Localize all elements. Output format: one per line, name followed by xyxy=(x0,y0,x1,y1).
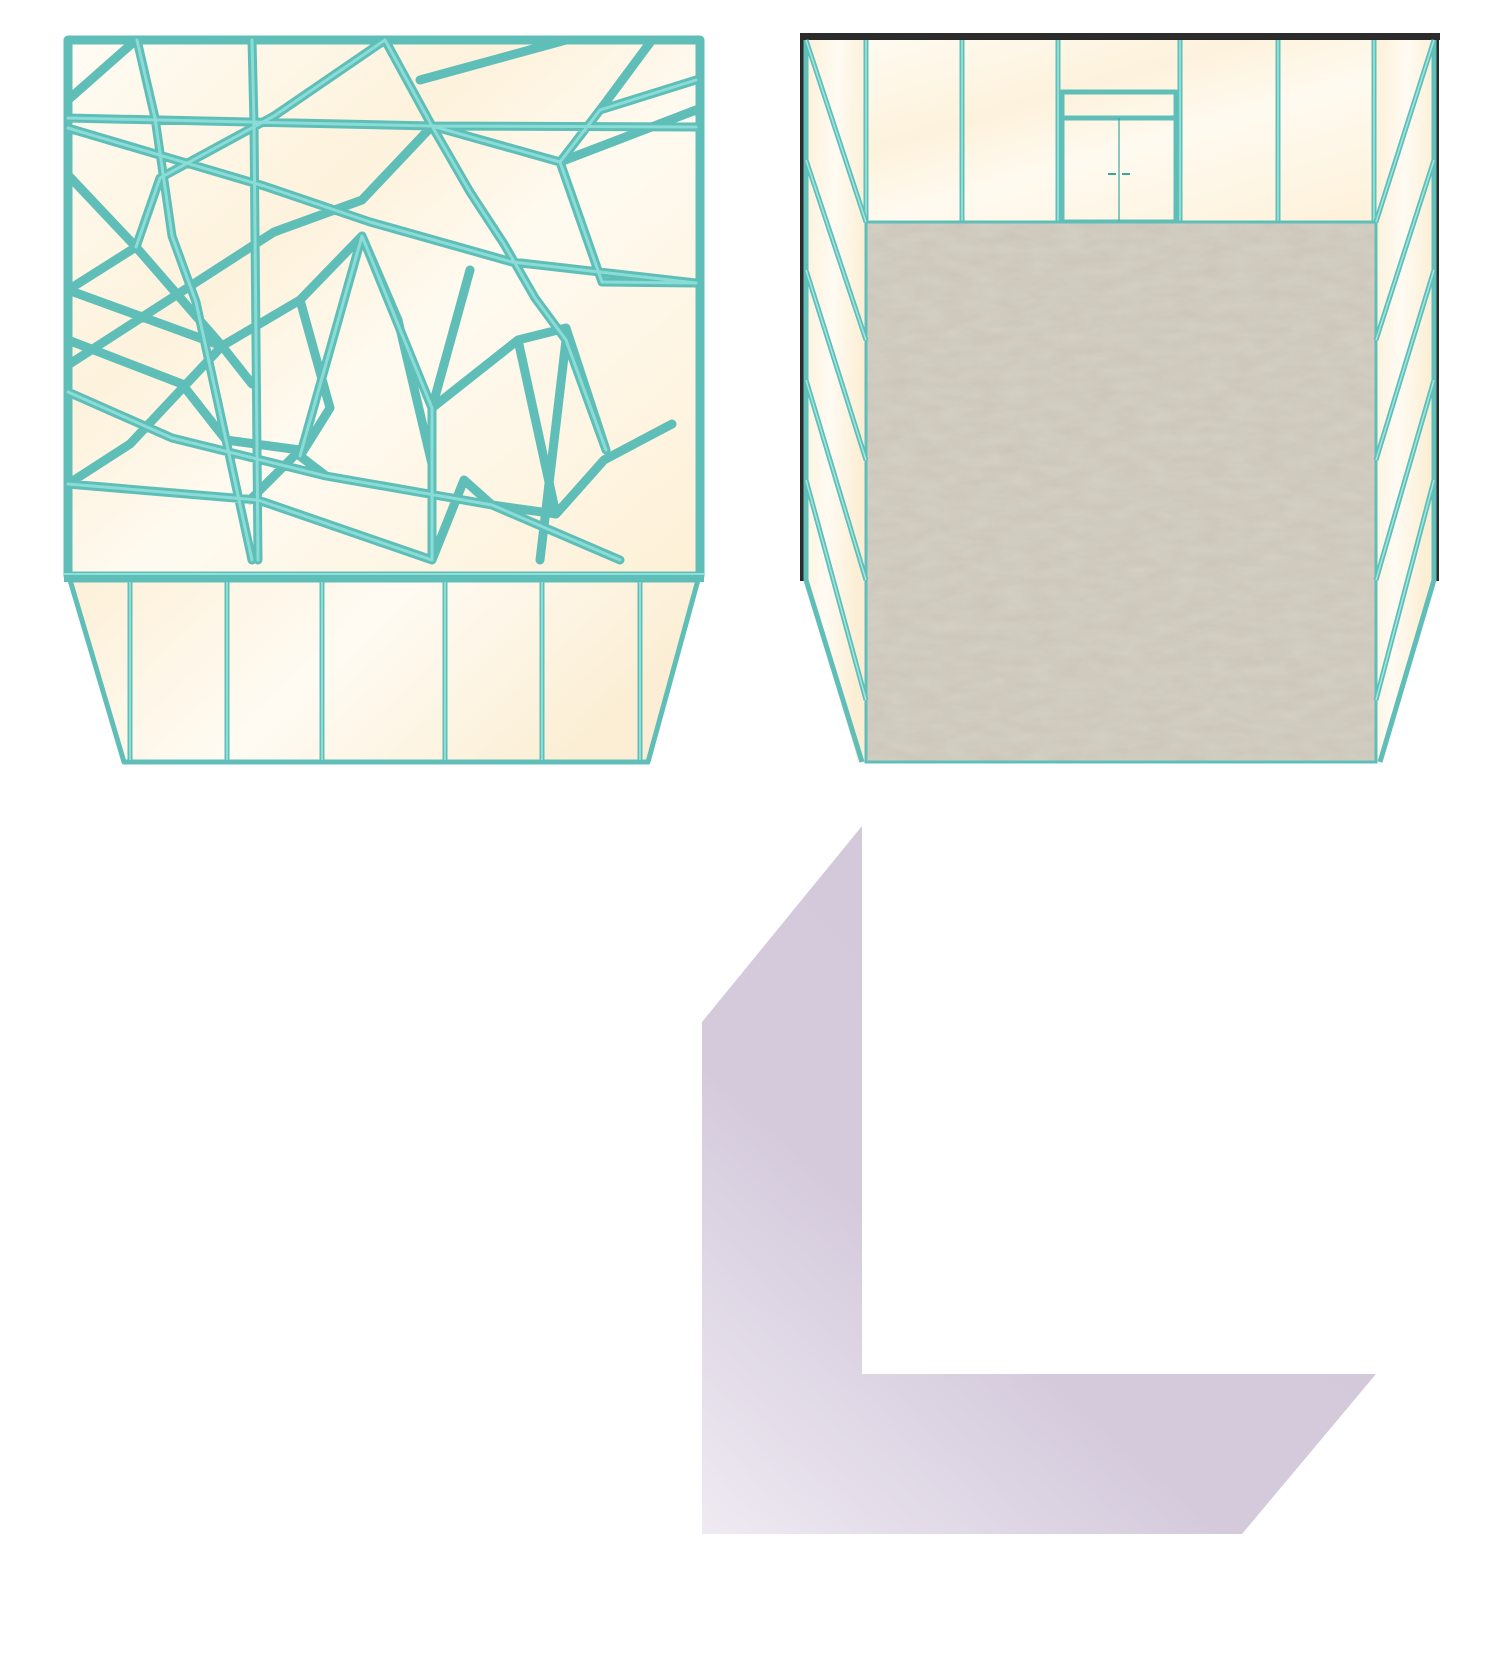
fractured-frame-lines xyxy=(63,35,705,581)
front-glass-lower xyxy=(68,580,700,762)
rear-elevation xyxy=(800,33,1440,764)
rear-left-side-frame xyxy=(803,39,869,763)
rear-concrete-wall xyxy=(864,220,1378,764)
rear-glass-right xyxy=(1376,40,1434,762)
rear-top-beam xyxy=(800,33,1440,40)
front-elevation xyxy=(63,35,705,765)
rear-left-post xyxy=(800,33,805,581)
rear-glass-upper xyxy=(806,40,1434,224)
rear-right-side-frame xyxy=(1373,39,1437,763)
front-base-beam xyxy=(64,572,704,582)
rear-upper-mullions xyxy=(863,40,1377,222)
floor-plan-l-shape xyxy=(702,826,1376,1534)
front-lower-panels xyxy=(67,577,701,765)
rear-glass-left xyxy=(806,40,866,762)
